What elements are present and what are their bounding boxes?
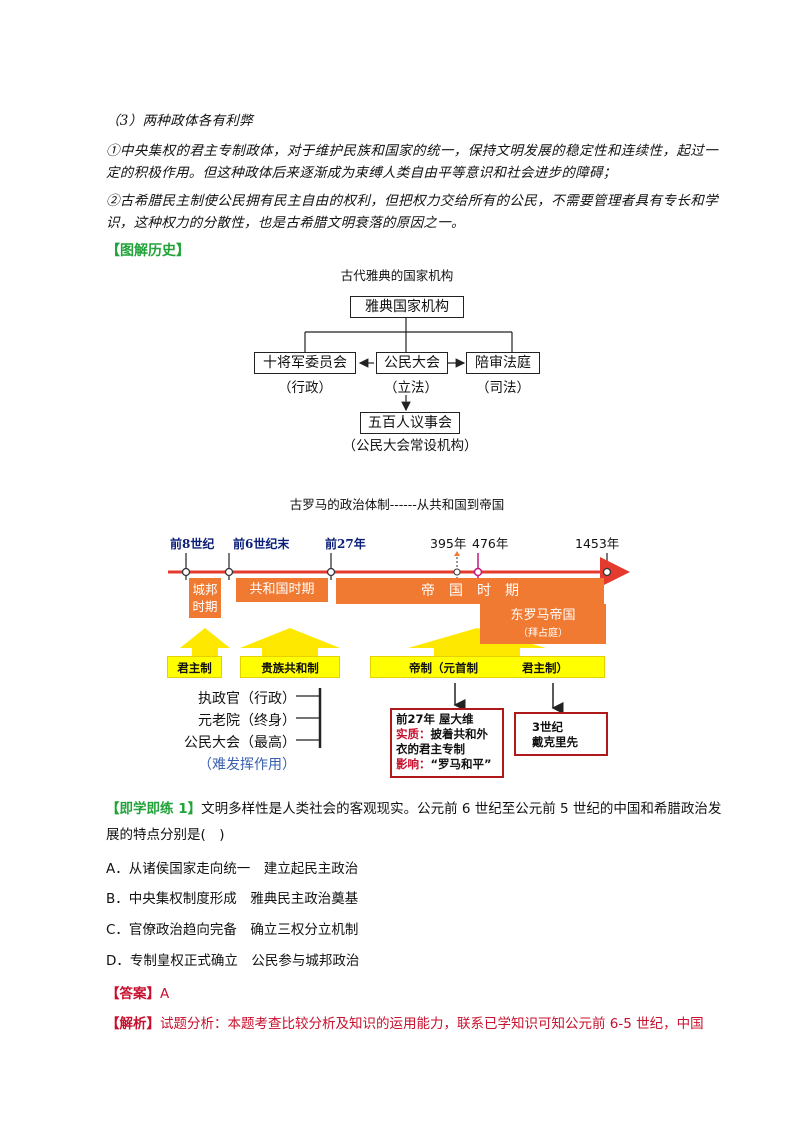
augustus-line: 前27年 屋大维 [396, 712, 474, 726]
exercise-label: 【即学即练 1】 [106, 801, 202, 817]
paragraph-2-body: ②古希腊民主制使公民拥有民主自由的权利，但把权力交给所有的公民，不需要管理者具有… [106, 193, 718, 231]
date-476: 476年 [472, 536, 509, 551]
imperial-monarchy-label: 君主制） [522, 661, 568, 675]
date-1453: 1453年 [575, 536, 620, 551]
athens-box-right: 陪审法庭 [466, 352, 540, 374]
period-empire: 帝 国 时 期 [336, 578, 604, 604]
athens-center-sub: （立法） [384, 380, 438, 396]
system-monarchy: 君主制 [167, 656, 222, 678]
diocletian-century: 3世纪 [532, 720, 564, 734]
byzantine-label: （拜占庭） [518, 628, 568, 639]
option-c[interactable]: C．官僚政治趋向完备 确立三权分立机制 [106, 922, 359, 938]
date-395: 395年 [430, 536, 467, 551]
essence-line: 实质：披着共和外衣的君主专制 [396, 727, 488, 756]
date-6th-century-end: 前6世纪末 [233, 537, 290, 551]
system-aristocratic-republic: 贵族共和制 [240, 656, 340, 678]
analysis-line: 【解析】试题分析：本题考查比较分析及知识的运用能力，联系已学知识可知公元前 6-… [106, 1013, 726, 1035]
analysis-text: 试题分析：本题考查比较分析及知识的运用能力，联系已学知识可知公元前 6-5 世纪… [160, 1016, 704, 1032]
institution-senate: 元老院（终身） [198, 713, 296, 729]
option-a[interactable]: A．从诸侯国家走向统一 建立起民主政治 [106, 861, 359, 877]
option-d[interactable]: D．专制皇权正式确立 公民参与城邦政治 [106, 953, 360, 969]
period-east-roman-empire: 东罗马帝国 （拜占庭） [480, 604, 606, 644]
exercise-stem: 【即学即练 1】文明多样性是人类社会的客观现实。公元前 6 世纪至公元前 5 世… [106, 796, 722, 848]
paragraph-1-body: ①中央集权的君主专制政体，对于维护民族和国家的统一，保持文明发展的稳定性和连续性… [106, 143, 718, 181]
rome-timeline [168, 551, 630, 748]
date-8th-century: 前8世纪 [170, 537, 215, 551]
athens-right-sub: （司法） [476, 380, 530, 396]
period-city-state: 城邦时期 [189, 578, 221, 618]
option-b[interactable]: B．中央集权制度形成 雅典民主政治奠基 [106, 891, 359, 907]
impact-line: 影响：“罗马和平” [396, 757, 492, 771]
rome-title: 古罗马的政治体制------从共和国到帝国 [289, 497, 505, 512]
augustus-box: 前27年 屋大维 实质：披着共和外衣的君主专制 影响：“罗马和平” [390, 708, 504, 778]
athens-bottom-sub: （公民大会常设机构） [342, 438, 478, 454]
athens-title: 古代雅典的国家机构 [340, 268, 454, 283]
athens-box-top: 雅典国家机构 [350, 296, 464, 318]
institution-assembly: 公民大会（最高） [184, 735, 296, 751]
athens-box-center: 公民大会 [376, 352, 448, 374]
tujie-label: 【图解历史】 [106, 243, 190, 259]
athens-box-left: 十将军委员会 [254, 352, 356, 374]
diocletian-name: 戴克里先 [532, 735, 578, 749]
institution-consul: 执政官（行政） [198, 691, 296, 707]
east-roman-label: 东罗马帝国 [510, 608, 576, 623]
answer-label: 【答案】 [106, 986, 160, 1002]
period-republic: 共和国时期 [236, 578, 328, 602]
institution-note: （难发挥作用） [198, 757, 296, 773]
system-imperial: 帝制（元首制 君主制） [370, 656, 605, 678]
answer-line: 【答案】A [106, 983, 169, 1005]
athens-left-sub: （行政） [278, 380, 332, 396]
date-27bc: 前27年 [325, 537, 366, 551]
athens-connectors [304, 317, 513, 412]
imperial-label: 帝制（元首制 [409, 661, 478, 675]
diocletian-box: 3世纪 戴克里先 [514, 712, 608, 756]
athens-box-bottom: 五百人议事会 [360, 412, 460, 434]
institution-list: 执政官（行政） 元老院（终身） 公民大会（最高） （难发挥作用） [160, 688, 296, 776]
analysis-label: 【解析】 [106, 1016, 160, 1032]
answer-value: A [160, 986, 170, 1002]
section-heading: （3）两种政体各有利弊 [106, 113, 253, 129]
exercise-question: 文明多样性是人类社会的客观现实。公元前 6 世纪至公元前 5 世纪的中国和希腊政… [106, 801, 722, 843]
